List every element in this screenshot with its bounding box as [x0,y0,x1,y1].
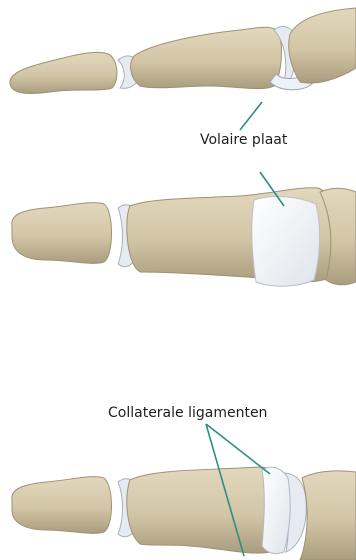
volar-plate [252,197,320,287]
proximal-phalanx-bone [289,8,356,83]
finger-side-view [10,8,356,93]
distal-phalanx-bone [12,203,112,264]
distal-phalanx-bone [12,477,112,534]
middle-phalanx-bone [127,467,276,553]
distal-phalanx-bone [10,52,117,93]
collateral-ligaments-label: Collaterale ligamenten [108,405,267,421]
finger-palmar-view [12,188,356,287]
volar-plate-label: Volaire plaat [200,132,287,148]
volar-plate-leader-line-top [240,102,262,130]
finger-collateral-view [12,467,356,560]
collateral-ligament-leader-line-2 [206,424,270,474]
proximal-phalanx-bone [300,471,356,560]
collateral-ligament [262,467,290,553]
middle-phalanx-bone [131,27,282,88]
